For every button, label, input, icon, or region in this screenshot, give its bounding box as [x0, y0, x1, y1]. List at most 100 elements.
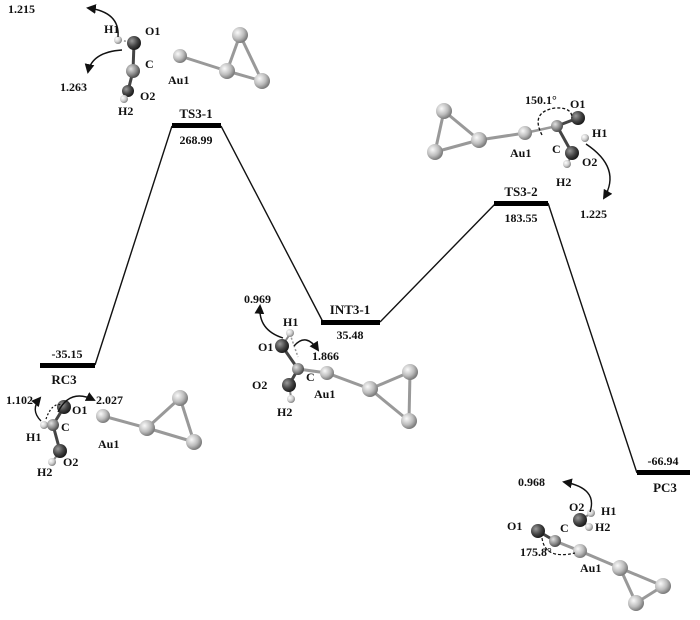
state-label: INT3-1 — [330, 302, 370, 317]
c-atom — [292, 363, 304, 375]
energy-value: 268.99 — [180, 133, 213, 147]
atom-label-h1: H1 — [26, 430, 41, 444]
distance-label: 1.215 — [8, 2, 35, 16]
atom-label-au1: Au1 — [314, 387, 335, 401]
arrow-icon — [254, 304, 284, 339]
atom-label-au1: Au1 — [510, 146, 531, 160]
au-atom — [254, 73, 270, 89]
atom-label-h1: H1 — [283, 315, 298, 329]
o2-atom — [282, 378, 296, 392]
au-atom — [655, 578, 671, 594]
level-pc3: -66.94 PC3 — [637, 454, 690, 495]
au1-atom — [573, 544, 587, 558]
o1-atom — [531, 524, 545, 538]
atom-label-h2: H2 — [556, 175, 571, 189]
atom-label-au1: Au1 — [98, 437, 119, 451]
atom-label-o2: O2 — [252, 378, 267, 392]
distance-label: 1.263 — [60, 80, 87, 94]
o1-atom — [275, 339, 289, 353]
state-label: TS3-1 — [179, 106, 212, 121]
atom-label-h1: H1 — [601, 504, 616, 518]
h1-atom — [286, 329, 294, 337]
energy-level-bar — [40, 363, 95, 368]
distance-label: 2.027 — [96, 393, 123, 407]
arrow-icon — [585, 143, 613, 200]
structure-ts31: H1 O1 C O2 H2 Au1 1.215 1.263 — [8, 2, 270, 118]
h1-atom — [581, 134, 589, 142]
energy-level-bar — [172, 123, 221, 128]
structure-ts32: 150.1° O1 H1 C O2 H2 Au1 1.225 — [427, 93, 613, 221]
level-int31: INT3-1 35.48 — [321, 302, 380, 342]
h2-atom — [563, 160, 571, 168]
h2-atom — [287, 395, 295, 403]
angle-arc — [537, 107, 573, 136]
structure-int31: H1 O1 C O2 H2 Au1 0.969 1.866 — [244, 292, 418, 429]
distance-label: 1.225 — [580, 207, 607, 221]
atom-label-o1: O1 — [570, 97, 585, 111]
level-ts32: TS3-2 183.55 — [494, 184, 548, 225]
atom-label-c: C — [61, 420, 70, 434]
energy-level-bar — [637, 470, 690, 475]
au1-atom — [518, 126, 532, 140]
o2-atom — [122, 85, 134, 97]
angle-arc — [45, 403, 63, 420]
h2-atom — [585, 523, 593, 531]
arrow-icon — [86, 4, 119, 38]
atom-label-o2: O2 — [140, 89, 155, 103]
au-atom — [219, 63, 235, 79]
atom-label-o2: O2 — [569, 500, 584, 514]
arrow-icon — [562, 478, 593, 513]
c-atom — [549, 535, 561, 547]
atom-label-c: C — [552, 142, 561, 156]
path-segment-rc3-ts31 — [94, 125, 173, 366]
state-label: RC3 — [51, 372, 77, 387]
atom-label-h2: H2 — [118, 104, 133, 118]
o2-atom — [53, 444, 67, 458]
angle-arc — [541, 537, 576, 556]
distance-label: 0.969 — [244, 292, 271, 306]
structure-pc3: O1 C O2 H1 H2 Au1 175.8° 0.968 — [507, 475, 671, 611]
state-label: PC3 — [653, 480, 677, 495]
atom-label-au1: Au1 — [168, 73, 189, 87]
energy-level-bar — [321, 320, 380, 325]
reaction-path — [94, 125, 638, 474]
au1-atom — [96, 409, 110, 423]
path-segment-ts31-int31 — [220, 125, 324, 323]
c-atom — [126, 64, 140, 78]
energy-level-bar — [494, 201, 548, 206]
h1-atom — [587, 509, 595, 517]
energy-value: -66.94 — [648, 454, 679, 468]
o2-atom — [565, 146, 579, 160]
o1-atom — [571, 111, 585, 125]
au-atom — [186, 434, 202, 450]
au-atom — [401, 413, 417, 429]
level-ts31: TS3-1 268.99 — [172, 106, 221, 147]
o1-atom — [127, 36, 141, 50]
arrow-icon — [31, 396, 42, 422]
c-atom — [551, 120, 563, 132]
atom-label-h2: H2 — [277, 405, 292, 419]
atom-label-h2: H2 — [37, 465, 52, 479]
au-atom — [402, 364, 418, 380]
au-atom — [612, 560, 628, 576]
atom-label-o2: O2 — [582, 155, 597, 169]
path-segment-int31-ts32 — [379, 202, 497, 323]
arrow-icon — [293, 339, 320, 352]
atom-label-c: C — [306, 370, 315, 384]
atom-label-o1: O1 — [507, 519, 522, 533]
arrow-icon — [84, 49, 123, 74]
au-atom — [172, 390, 188, 406]
atom-label-h2: H2 — [595, 520, 610, 534]
au-atom — [427, 144, 443, 160]
atom-label-h1: H1 — [592, 126, 607, 140]
path-segment-ts32-pc3 — [547, 202, 638, 474]
h2-atom — [48, 458, 56, 466]
atom-label-h1: H1 — [104, 22, 119, 36]
energy-value: 183.55 — [505, 211, 538, 225]
au-atom — [628, 595, 644, 611]
o2-atom — [573, 513, 587, 527]
atom-label-c: C — [145, 57, 154, 71]
atom-label-o1: O1 — [145, 24, 160, 38]
au-atom — [436, 103, 452, 119]
